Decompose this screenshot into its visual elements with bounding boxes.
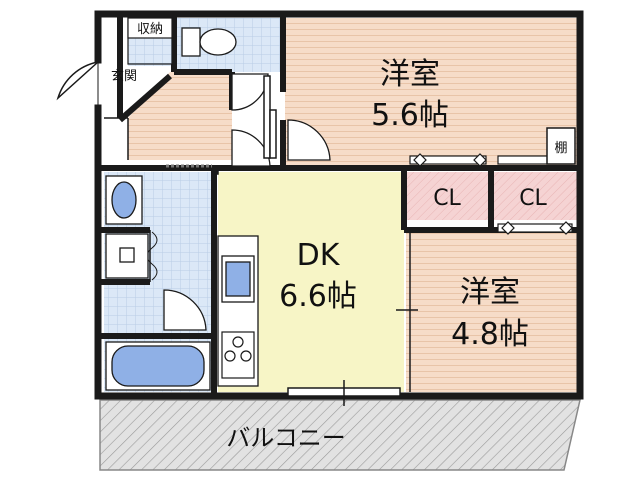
toilet-door [231, 73, 269, 111]
closet-2-floor [494, 172, 577, 220]
toilet-icon [181, 27, 237, 57]
western-room-2-size: 4.8帖 [451, 317, 529, 352]
shelf-label: 棚 [554, 141, 567, 156]
western-room-2-floor [406, 232, 577, 392]
western-room-2-label: 洋室 [460, 275, 520, 310]
dk-size: 6.6帖 [279, 279, 357, 314]
hallway-floor [128, 72, 232, 160]
balcony [99, 399, 581, 471]
washbasin-icon [105, 175, 143, 225]
western-room-1-size: 5.6帖 [371, 98, 449, 133]
shelf [546, 127, 576, 165]
balcony-label: バルコニー [226, 424, 346, 452]
washroom-door [163, 289, 207, 331]
bathtub-icon [105, 341, 211, 391]
stove-icon [221, 331, 255, 379]
western-room-1-floor [285, 18, 577, 166]
storage-label: 収納 [137, 22, 163, 37]
hall-door [231, 129, 271, 167]
western-room-1-label: 洋室 [380, 57, 440, 92]
room-1-door [287, 119, 331, 161]
entrance-door [56, 60, 101, 108]
closet-1-floor [406, 172, 488, 220]
closet-2-label: CL [519, 186, 547, 211]
dk-label: DK [297, 238, 341, 273]
closet-1-label: CL [433, 186, 461, 211]
entrance-label: 玄関 [111, 69, 137, 84]
laundry-space [105, 233, 149, 279]
